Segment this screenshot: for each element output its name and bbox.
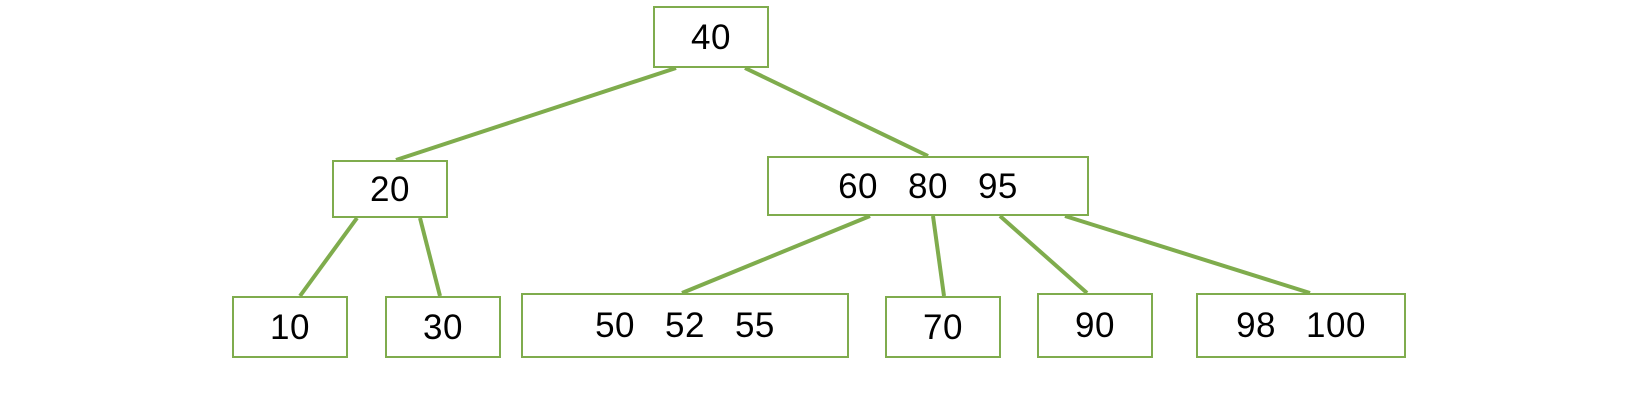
tree-edge-root-to-right bbox=[744, 66, 929, 158]
node-key-value: 90 bbox=[1075, 306, 1115, 345]
tree-node-leaf-90[interactable]: 90 bbox=[1037, 293, 1153, 358]
tree-edge-right-to-98 bbox=[1064, 214, 1311, 295]
node-keys: 60 80 95 bbox=[837, 169, 1019, 204]
tree-edge-right-to-50 bbox=[681, 214, 871, 295]
node-keys: 30 bbox=[422, 310, 464, 345]
tree-node-internal-right[interactable]: 60 80 95 bbox=[767, 156, 1089, 216]
node-key-value: 70 bbox=[923, 307, 963, 347]
tree-edge-root-to-left bbox=[395, 66, 677, 162]
node-keys: 90 bbox=[1074, 308, 1116, 343]
tree-node-leaf-98-100[interactable]: 98 100 bbox=[1196, 293, 1406, 358]
node-keys: 20 bbox=[369, 172, 411, 207]
node-key-value: 20 bbox=[370, 169, 410, 209]
tree-edge-right-to-90 bbox=[998, 214, 1089, 295]
node-key-value: 98 bbox=[1236, 306, 1277, 345]
tree-edge-left-to-30 bbox=[418, 217, 442, 297]
node-keys: 10 bbox=[269, 310, 311, 345]
node-key-value: 40 bbox=[691, 17, 731, 57]
node-keys: 50 52 55 bbox=[594, 308, 776, 343]
node-key-value: 60 bbox=[838, 166, 879, 206]
node-key-value: 10 bbox=[270, 307, 310, 347]
node-key-value: 50 bbox=[595, 306, 636, 345]
node-keys: 70 bbox=[922, 310, 964, 345]
node-key-value: 52 bbox=[665, 306, 705, 345]
node-key-value: 30 bbox=[423, 307, 463, 347]
node-key-value: 95 bbox=[977, 166, 1018, 206]
node-key-value: 80 bbox=[908, 166, 948, 206]
node-key-value: 55 bbox=[734, 306, 775, 345]
tree-edge-right-to-70 bbox=[931, 215, 946, 297]
tree-edge-left-to-10 bbox=[298, 216, 359, 298]
tree-node-root[interactable]: 40 bbox=[653, 6, 769, 68]
tree-node-internal-left[interactable]: 20 bbox=[332, 160, 448, 218]
node-key-value: 100 bbox=[1306, 306, 1366, 345]
node-keys: 40 bbox=[690, 20, 732, 55]
tree-node-leaf-30[interactable]: 30 bbox=[385, 296, 501, 358]
tree-node-leaf-70[interactable]: 70 bbox=[885, 296, 1001, 358]
node-keys: 98 100 bbox=[1235, 308, 1367, 343]
tree-node-leaf-50-52-55[interactable]: 50 52 55 bbox=[521, 293, 849, 358]
tree-node-leaf-10[interactable]: 10 bbox=[232, 296, 348, 358]
